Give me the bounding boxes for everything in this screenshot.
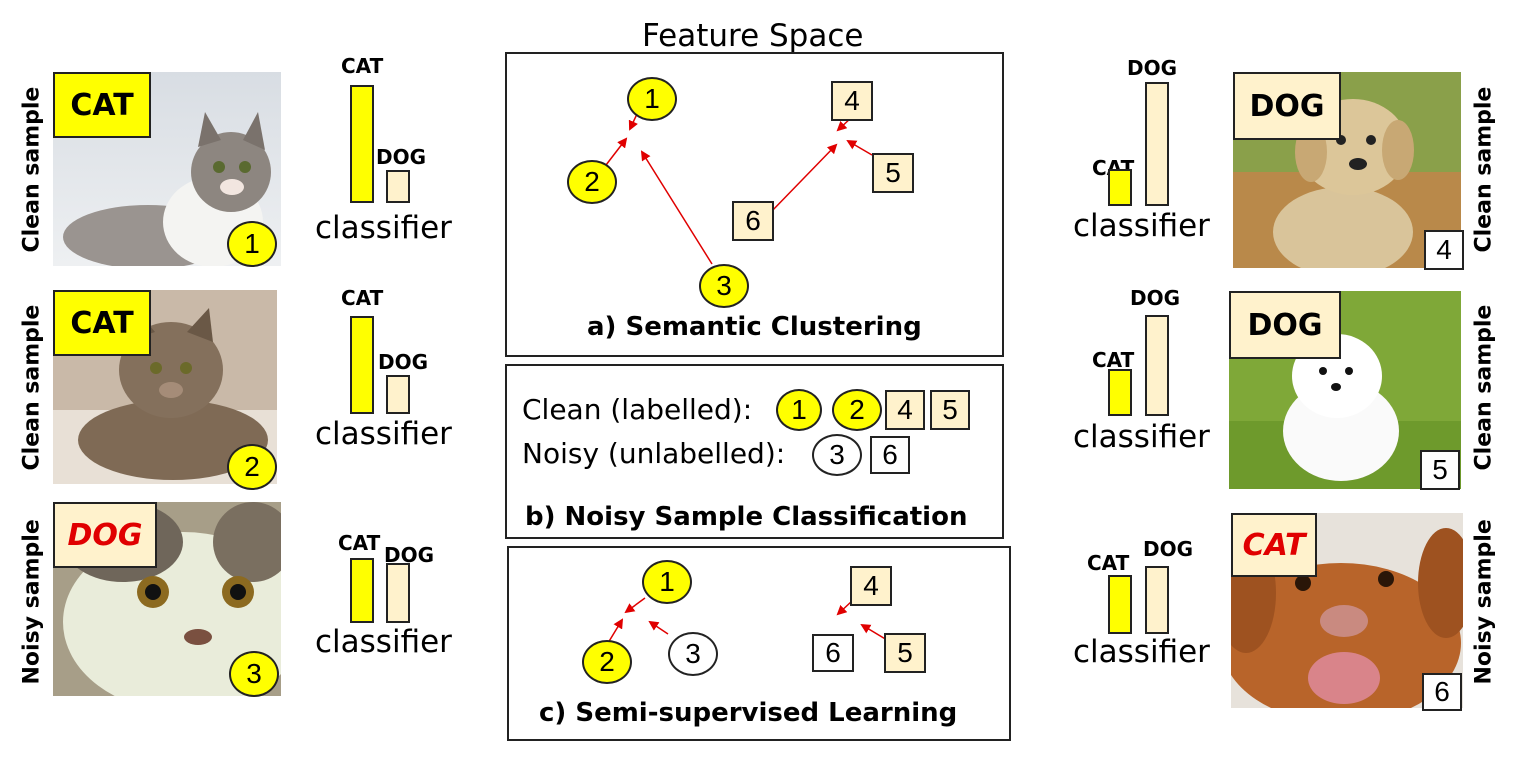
ssl-node-5: 5: [884, 633, 926, 673]
ssl-node-6: 6: [812, 634, 854, 672]
noisy-id-6: 6: [870, 436, 910, 474]
bar-label-cat-3: CAT: [338, 531, 381, 555]
bar-cat-5: [1108, 369, 1132, 416]
cat-photo-1: [53, 72, 281, 266]
sample-id-badge-2: 2: [227, 444, 277, 490]
label-tag-sample-3: DOG: [53, 502, 157, 568]
side-label-sample-3: Noisy sample: [19, 519, 45, 685]
cluster-node-1: 1: [627, 77, 677, 121]
noisy-id-3: 3: [812, 434, 862, 476]
clean-id-5: 5: [930, 390, 970, 430]
bar-dog-6: [1145, 566, 1169, 634]
bar-dog-1: [386, 170, 410, 203]
feature-space-title: Feature Space: [642, 18, 864, 54]
ssl-node-2: 2: [582, 640, 632, 684]
bar-cat-1: [350, 85, 374, 203]
bar-dog-2: [386, 375, 410, 414]
side-label-sample-2: Clean sample: [19, 304, 45, 471]
clean-id-4: 4: [885, 390, 925, 430]
label-tag-sample-4: DOG: [1233, 72, 1341, 140]
dog-photo-5: [1229, 291, 1461, 489]
cat-photo-2: [53, 290, 277, 484]
ssl-node-3: 3: [668, 632, 718, 676]
bar-label-cat-5: CAT: [1092, 348, 1135, 372]
bar-label-cat-2: CAT: [341, 286, 384, 310]
side-label-sample-5: Clean sample: [1471, 304, 1497, 471]
label-tag-sample-6: CAT: [1231, 513, 1317, 577]
noisy-unlabelled-text: Noisy (unlabelled):: [522, 437, 786, 470]
bar-cat-3: [350, 558, 374, 623]
cluster-node-5: 5: [872, 153, 914, 193]
sample-id-badge-5: 5: [1420, 450, 1460, 490]
bar-label-cat-1: CAT: [341, 54, 384, 78]
clean-id-1: 1: [776, 389, 822, 431]
classifier-label-5: classifier: [1073, 419, 1210, 455]
classifier-label-3: classifier: [315, 624, 452, 660]
bar-cat-2: [350, 316, 374, 414]
panel-a-title: a) Semantic Clustering: [587, 312, 922, 342]
bar-label-dog-4: DOG: [1127, 56, 1178, 80]
bar-dog-5: [1145, 315, 1169, 416]
bar-dog-4: [1145, 82, 1169, 206]
bar-cat-4: [1108, 169, 1132, 206]
bar-label-dog-2: DOG: [378, 350, 429, 374]
classifier-label-4: classifier: [1073, 208, 1210, 244]
bar-label-dog-5: DOG: [1130, 286, 1181, 310]
cluster-node-3: 3: [699, 264, 749, 308]
side-label-sample-4: Clean sample: [1471, 86, 1497, 253]
clean-id-2: 2: [832, 389, 882, 431]
classifier-label-6: classifier: [1073, 634, 1210, 670]
clean-labelled-text: Clean (labelled):: [522, 393, 753, 426]
cluster-node-2: 2: [567, 160, 617, 204]
ssl-node-4: 4: [850, 566, 892, 606]
sample-id-badge-6: 6: [1422, 673, 1462, 711]
bar-label-dog-6: DOG: [1143, 537, 1194, 561]
sample-id-badge-1: 1: [227, 221, 277, 267]
side-label-sample-6: Noisy sample: [1471, 519, 1497, 685]
panel-c-title: c) Semi-supervised Learning: [539, 698, 958, 728]
side-label-sample-1: Clean sample: [19, 86, 45, 253]
cluster-node-4: 4: [831, 81, 873, 121]
label-tag-sample-5: DOG: [1229, 291, 1341, 359]
bar-dog-3: [386, 563, 410, 623]
bar-label-cat-6: CAT: [1087, 551, 1130, 575]
panel-b-title: b) Noisy Sample Classification: [525, 502, 968, 532]
cluster-node-6: 6: [732, 201, 774, 241]
bar-cat-6: [1108, 575, 1132, 634]
sample-id-badge-4: 4: [1424, 230, 1464, 270]
label-tag-sample-2: CAT: [53, 290, 151, 356]
classifier-label-2: classifier: [315, 416, 452, 452]
sample-id-badge-3: 3: [229, 651, 279, 697]
ssl-node-1: 1: [642, 560, 692, 604]
label-tag-sample-1: CAT: [53, 72, 151, 138]
classifier-label-1: classifier: [315, 210, 452, 246]
bar-label-dog-1: DOG: [376, 145, 427, 169]
